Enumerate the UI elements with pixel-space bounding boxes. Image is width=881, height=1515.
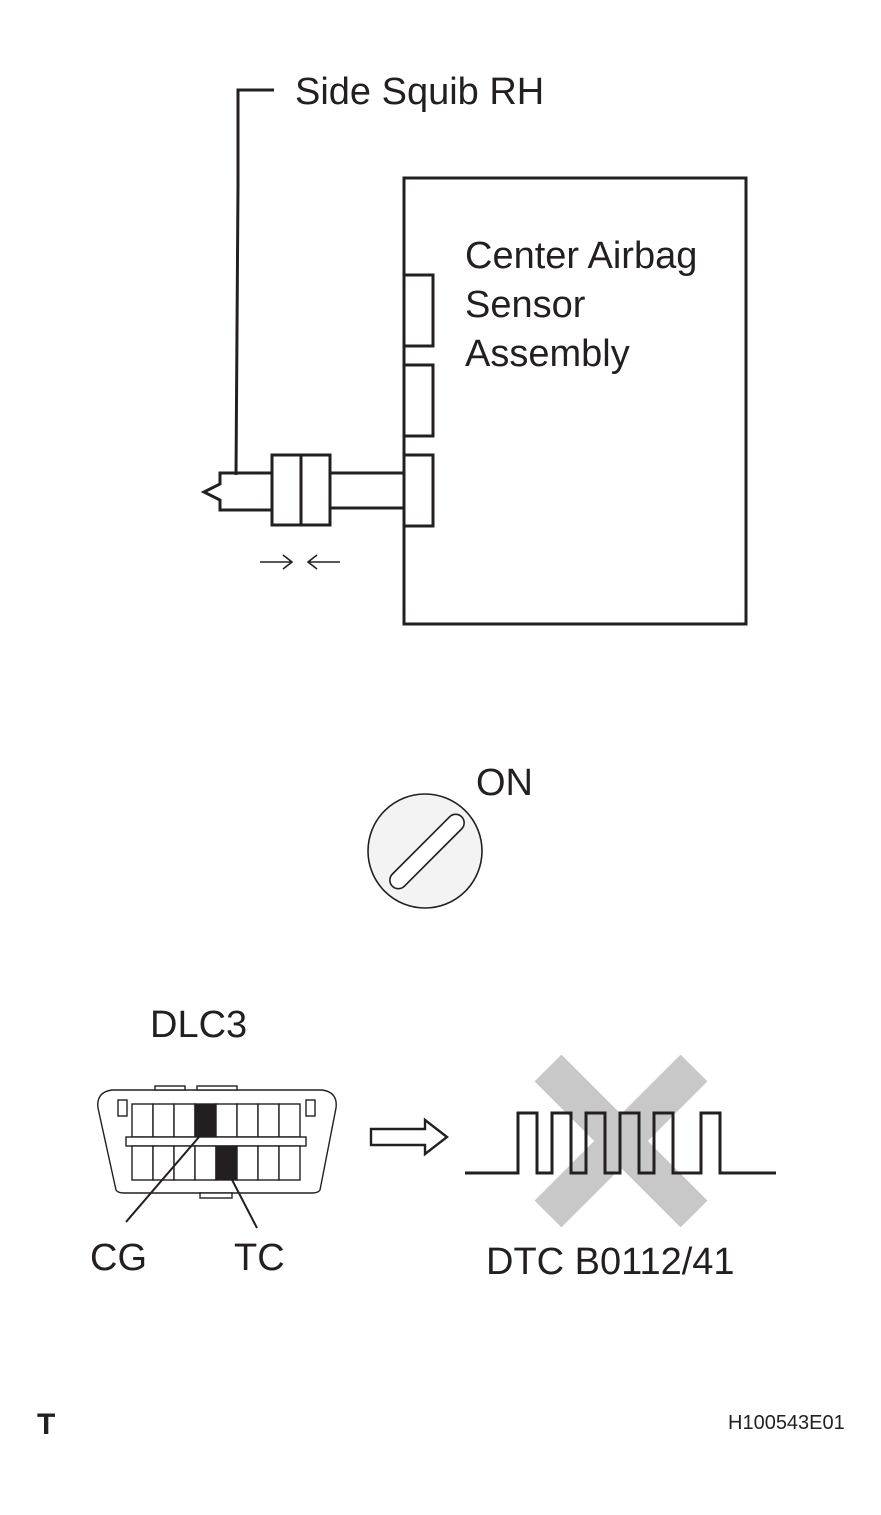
terminal-leaders [125,1129,258,1229]
pin-tc [215,1145,238,1181]
ecu-label-line1: Center Airbag [465,235,697,277]
squib-label: Side Squib RH [295,71,544,113]
hollow-arrow-icon [369,1117,449,1157]
dlc-top-pins [131,1103,301,1138]
receptacle-1 [402,273,435,348]
ecu-receptacles [402,273,435,528]
terminal-cg-label: CG [90,1237,147,1279]
receptacle-3 [402,453,435,528]
dlc3-connector-icon [97,1085,337,1199]
ecu-box [402,176,748,626]
ignition-label: ON [476,762,533,804]
pin-cg [194,1103,217,1138]
dtc-label: DTC B0112/41 [486,1241,735,1283]
dlc-label: DLC3 [150,1004,247,1046]
ecu-label-line3: Assembly [465,333,630,375]
terminal-tc-label: TC [234,1237,285,1279]
figure-code: H100543E01 [728,1412,845,1434]
dlc-bottom-pins [131,1145,301,1181]
connector-icon [200,453,404,527]
squib-leader [234,88,274,476]
pulse-waveform-icon [465,1111,776,1175]
dlc-divider [125,1136,307,1147]
ecu-label-line2: Sensor [465,284,586,326]
connect-arrows-icon [260,554,340,570]
receptacle-2 [402,363,435,438]
ignition-switch-icon [367,793,483,909]
corner-mark: T [37,1408,55,1441]
